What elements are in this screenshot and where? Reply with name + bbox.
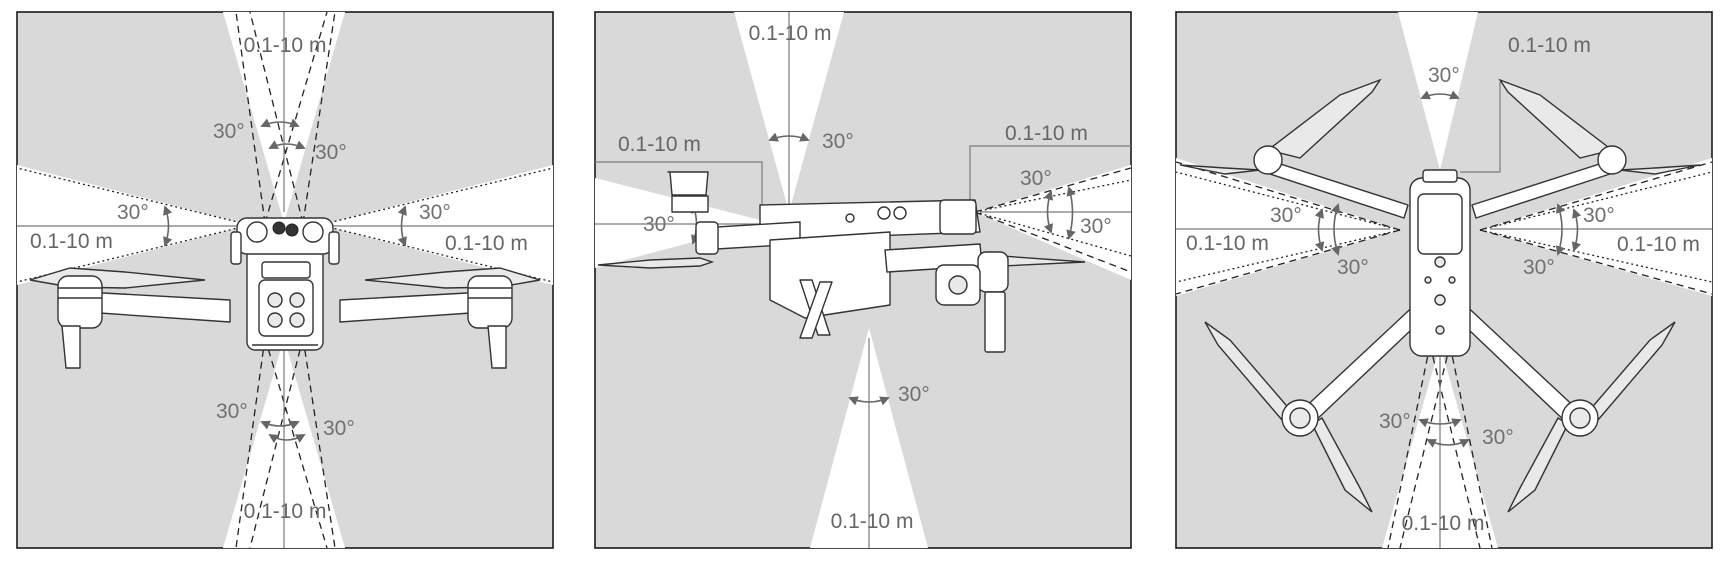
top-view-right-cone [1480,158,1712,296]
top-view-bottom-angle-a-label: 30° [1379,410,1411,433]
drone-top-illustration [1179,78,1701,513]
front-left-distance-label: 0.1-10 m [30,230,113,253]
side-right-angle-b-label: 30° [1080,215,1112,238]
panel-side-view: 0.1-10 m 0.1-10 m 0.1-10 m 0.1-10 m 30° … [594,11,1132,549]
panel-front-view: 0.1-10 m 0.1-10 m 0.1-10 m 0.1-10 m 30° … [16,11,554,549]
side-top-distance-label: 0.1-10 m [749,22,832,45]
top-view-right-angle-a-label: 30° [1583,204,1615,227]
side-top-angle-label: 30° [822,130,854,153]
drone-side-illustration [597,171,1086,353]
top-view-left-angle-a-label: 30° [1270,204,1302,227]
side-right-distance-label: 0.1-10 m [1005,122,1088,145]
front-right-cone [320,165,553,285]
front-left-cone [17,165,250,285]
top-view-bottom-angle-b-label: 30° [1482,426,1514,449]
side-left-cone [595,178,768,268]
front-top-angle-b-label: 30° [315,141,347,164]
side-right-angle-a-label: 30° [1020,167,1052,190]
top-view-right-angle-b-label: 30° [1523,256,1555,279]
top-view-top-angle-label: 30° [1428,64,1460,87]
side-bottom-distance-label: 0.1-10 m [831,510,914,533]
front-left-angle-label: 30° [117,201,149,224]
front-bottom-angle-a-label: 30° [216,400,248,423]
front-top-distance-label: 0.1-10 m [244,34,327,57]
panel-top-view: 0.1-10 m 0.1-10 m 0.1-10 m 0.1-10 m 30° … [1175,11,1713,549]
side-left-distance-label: 0.1-10 m [618,133,701,156]
drone-front-illustration [29,217,541,369]
front-bottom-distance-label: 0.1-10 m [244,500,327,523]
front-right-distance-label: 0.1-10 m [445,232,528,255]
top-view-left-angle-b-label: 30° [1337,256,1369,279]
side-right-cone [975,165,1131,280]
side-left-angle-label: 30° [643,213,675,236]
top-view-right-distance-label: 0.1-10 m [1617,233,1700,256]
side-bottom-angle-label: 30° [898,383,930,406]
front-right-angle-label: 30° [419,201,451,224]
front-top-angle-a-label: 30° [213,120,245,143]
top-view-bottom-distance-label: 0.1-10 m [1402,512,1485,535]
top-view-left-distance-label: 0.1-10 m [1186,232,1269,255]
top-view-left-cone [1176,158,1400,296]
front-bottom-angle-b-label: 30° [323,417,355,440]
top-view-top-distance-label: 0.1-10 m [1508,34,1591,57]
